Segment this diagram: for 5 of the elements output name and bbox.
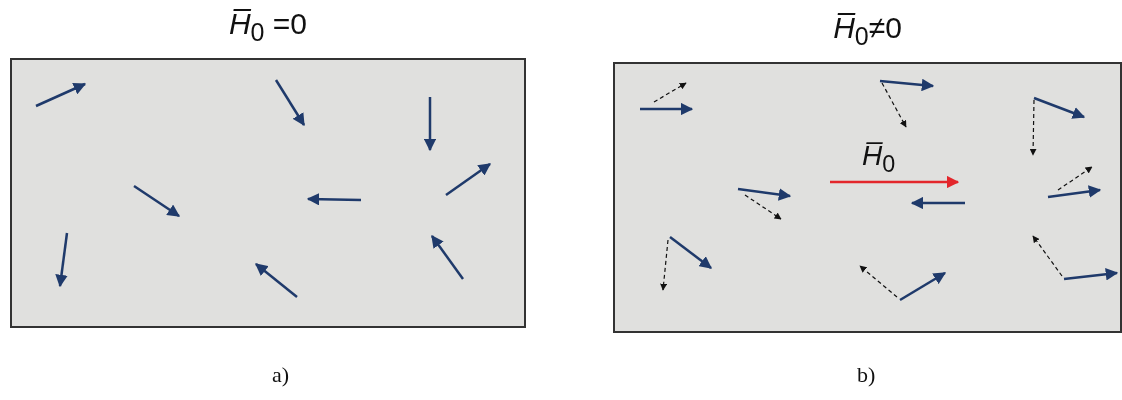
panel-heading: H̅$_{0}$≠0 [833, 11, 902, 44]
panel-heading: H̅$_{0}$ =0 [228, 7, 308, 40]
panel-caption: a) [272, 362, 290, 388]
panel-caption: b) [857, 362, 876, 388]
field-label: H̅$_{0}$ [862, 140, 896, 178]
